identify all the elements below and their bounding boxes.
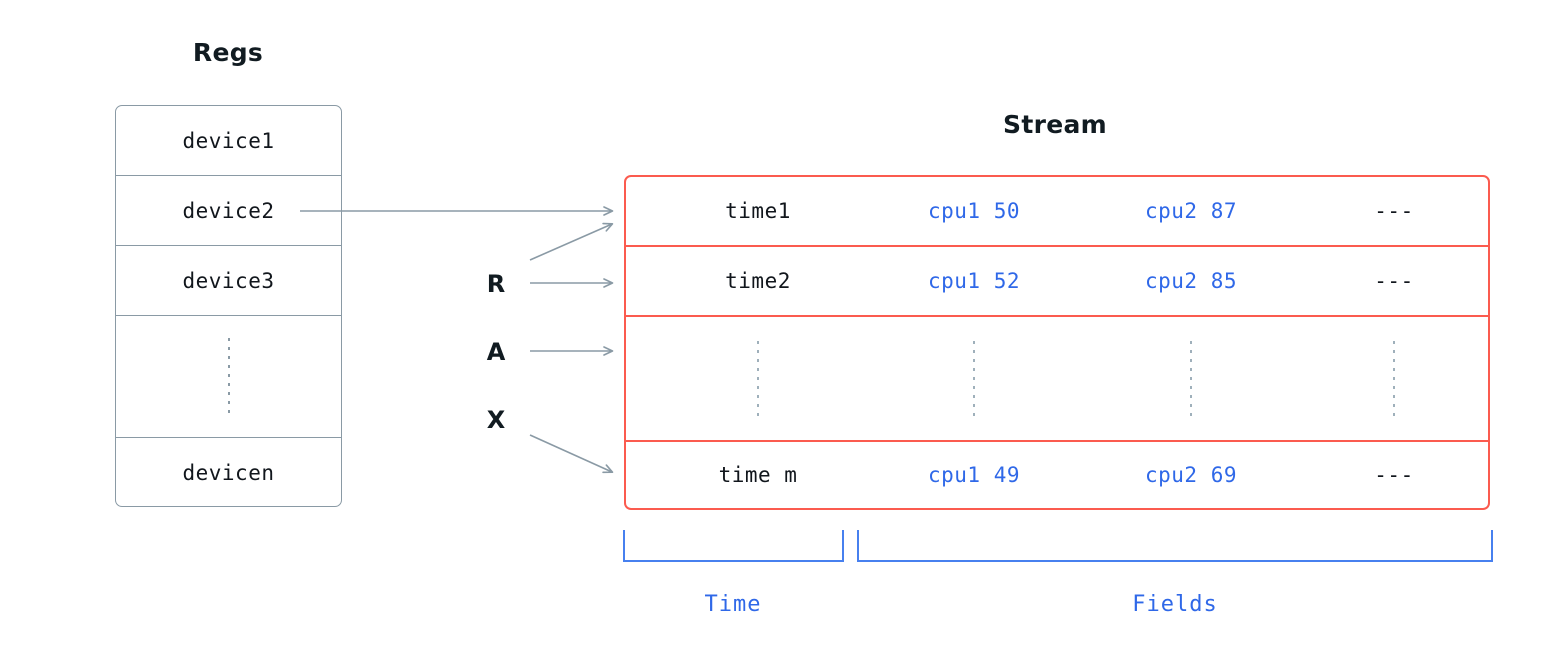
stream-cell-more: --- <box>1374 463 1414 487</box>
regs-row-ellipsis <box>116 316 341 438</box>
connector-label-a: A <box>486 338 506 366</box>
regs-row-devicen[interactable]: devicen <box>116 438 341 508</box>
regs-row-label: device3 <box>182 268 275 293</box>
bracket-label-time: Time <box>704 592 762 617</box>
stream-cell-time: time1 <box>725 199 791 223</box>
stream-cell-time: time2 <box>725 269 791 293</box>
regs-row-label: devicen <box>182 461 275 485</box>
stream-row-ellipsis <box>626 317 1488 442</box>
bracket-fields <box>857 530 1493 562</box>
bracket-label-fields: Fields <box>1132 592 1218 617</box>
bracket-time <box>623 530 844 562</box>
stream-cell-more: --- <box>1374 269 1414 293</box>
stream-cell-more-ellipsis <box>1300 317 1488 440</box>
stream-cell-field2-ellipsis <box>1082 317 1300 440</box>
stream-cell-field2: cpu2 85 <box>1144 269 1237 293</box>
stream-cell-field1: cpu1 52 <box>927 269 1020 293</box>
vertical-ellipsis-icon <box>227 337 230 416</box>
regs-row-label: device2 <box>182 198 275 223</box>
regs-row-device3[interactable]: device3 <box>116 246 341 316</box>
stream-cell-time: time m <box>718 463 798 487</box>
stream-table: time1 cpu1 50 cpu2 87 --- time2 cpu1 52 … <box>624 175 1490 510</box>
stream-cell-field2: cpu2 87 <box>1144 199 1237 223</box>
stream-cell-field1: cpu1 50 <box>927 199 1020 223</box>
stream-row[interactable]: time m cpu1 49 cpu2 69 --- <box>626 442 1488 508</box>
connector-label-x: X <box>486 406 506 434</box>
stream-cell-field1: cpu1 49 <box>927 463 1020 487</box>
vertical-ellipsis-icon <box>973 340 975 417</box>
regs-title: Regs <box>192 38 264 67</box>
vertical-ellipsis-icon <box>1393 340 1395 417</box>
stream-title: Stream <box>1003 110 1107 139</box>
stream-row[interactable]: time2 cpu1 52 cpu2 85 --- <box>626 247 1488 317</box>
stream-cell-field1-ellipsis <box>866 317 1082 440</box>
stream-row[interactable]: time1 cpu1 50 cpu2 87 --- <box>626 177 1488 247</box>
regs-table: device1 device2 device3 devicen <box>115 105 342 507</box>
regs-row-device2[interactable]: device2 <box>116 176 341 246</box>
arrow-r-diagonal <box>529 222 614 261</box>
regs-row-label: device1 <box>182 128 275 153</box>
vertical-ellipsis-icon <box>757 340 759 417</box>
stream-cell-field2: cpu2 69 <box>1144 463 1237 487</box>
stream-cell-time-ellipsis <box>650 317 866 440</box>
regs-row-device1[interactable]: device1 <box>116 106 341 176</box>
vertical-ellipsis-icon <box>1190 340 1192 417</box>
stream-cell-more: --- <box>1374 199 1414 223</box>
arrow-x-diagonal <box>529 434 614 474</box>
connector-label-r: R <box>486 270 506 298</box>
